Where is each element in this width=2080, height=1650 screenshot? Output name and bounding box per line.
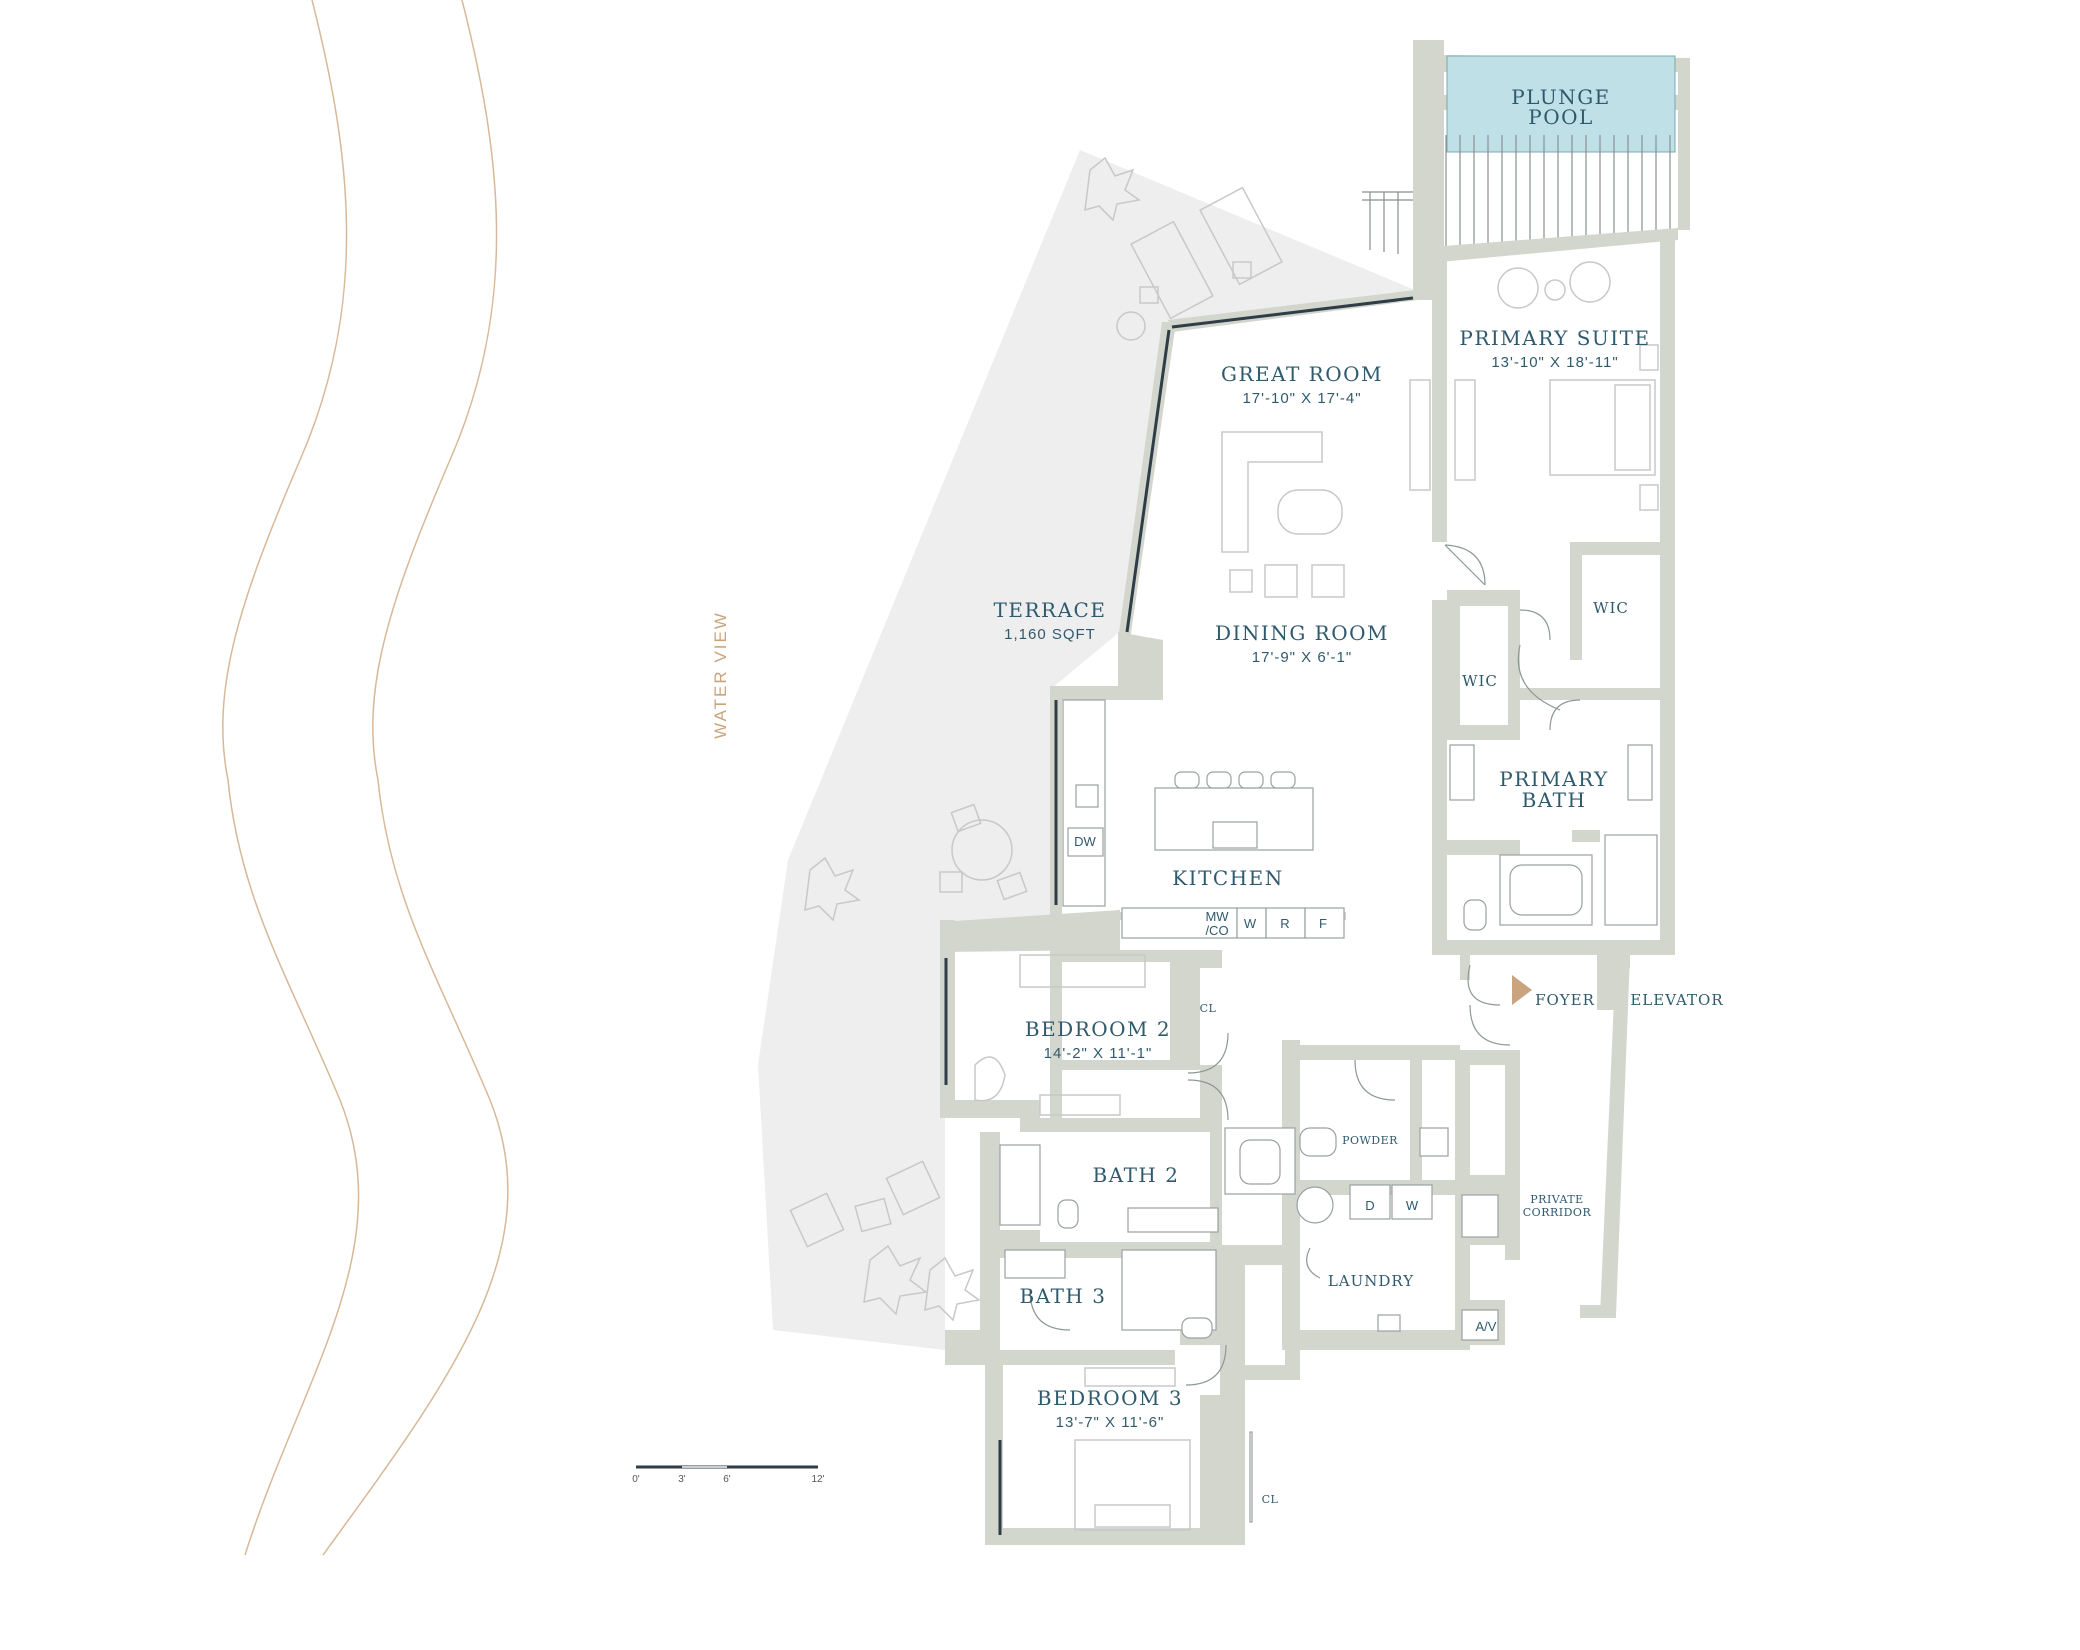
closet-3-name: CL: [1262, 1493, 1279, 1506]
water-view-label: WATER VIEW: [711, 611, 730, 739]
refrigerator-label: R: [1280, 916, 1289, 931]
primary-suite-furniture: [1497, 261, 1659, 511]
bath-2-fixtures: [999, 1127, 1296, 1233]
wic-left-name: WIC: [1462, 672, 1498, 690]
scale-tick-0: 0': [632, 1474, 640, 1485]
dishwasher-label: DW: [1074, 834, 1096, 849]
washer-label: W: [1406, 1198, 1419, 1213]
freezer-label: F: [1319, 916, 1327, 931]
bedroom-3-furniture: [1074, 1367, 1253, 1531]
scale-tick-6: 6': [723, 1474, 731, 1485]
foyer-name: FOYER: [1535, 991, 1595, 1009]
primary-suite-dims: 13'-10" X 18'-11": [1491, 354, 1618, 371]
dining-room-name: DINING ROOM: [1215, 621, 1389, 645]
bedroom-2-name: BEDROOM 2: [1025, 1017, 1171, 1041]
pool-east-wall: [1678, 58, 1690, 230]
dining-room-dims: 17'-9" X 6'-1": [1252, 649, 1352, 666]
primary-bath-line2: BATH: [1522, 788, 1587, 812]
terrace-area: [758, 150, 1415, 1350]
primary-bath-fixtures: [1449, 744, 1658, 931]
water-line-2: [322, 0, 509, 1556]
microwave-label-line1: MW: [1205, 909, 1229, 924]
great-room-dims: 17'-10" X 17'-4": [1242, 390, 1361, 407]
microwave-label-line2: /CO: [1205, 923, 1228, 938]
av-name: A/V: [1476, 1319, 1497, 1334]
private-corridor-line2: CORRIDOR: [1523, 1206, 1592, 1219]
plunge-pool-label-line2: POOL: [1528, 105, 1594, 129]
bath-3-fixtures: [1004, 1249, 1217, 1339]
terrace-name: TERRACE: [994, 598, 1107, 622]
doors: [1029, 544, 1581, 1386]
bedroom-3-dims: 13'-7" X 11'-6": [1056, 1414, 1165, 1431]
pool-steps: [1362, 135, 1671, 254]
primary-bath-line1: PRIMARY: [1499, 767, 1608, 791]
laundry-name: LAUNDRY: [1328, 1272, 1414, 1290]
powder-fixtures: [1299, 1127, 1449, 1157]
powder-name: POWDER: [1342, 1134, 1398, 1147]
scale-tick-3: 3': [678, 1474, 686, 1485]
great-room-name: GREAT ROOM: [1221, 362, 1383, 386]
plunge-pool: [1446, 55, 1676, 153]
bedroom-2-dims: 14'-2" X 11'-1": [1044, 1045, 1153, 1062]
elevator-name: ELEVATOR: [1630, 991, 1723, 1009]
dryer-label: D: [1365, 1198, 1374, 1213]
laundry-fixtures: [1296, 1184, 1499, 1341]
scale-tick-12: 12': [811, 1474, 824, 1485]
private-corridor-line1: PRIVATE: [1530, 1193, 1583, 1206]
terrace-area: 1,160 SQFT: [1004, 626, 1096, 643]
primary-suite-name: PRIMARY SUITE: [1459, 326, 1650, 350]
wine-fridge-label: W: [1244, 916, 1257, 931]
bedroom-3-name: BEDROOM 3: [1037, 1386, 1183, 1410]
great-room-furniture: [1221, 379, 1476, 598]
plunge-pool-label-line1: PLUNGE: [1511, 85, 1611, 109]
water-line-1: [222, 0, 360, 1556]
bath-2-name: BATH 2: [1093, 1163, 1180, 1187]
wic-right-name: WIC: [1593, 599, 1629, 617]
terrace-furniture: [789, 156, 1283, 1322]
entry-arrow-icon: [1512, 975, 1532, 1005]
bedroom-2-furniture: [974, 954, 1146, 1116]
closet-2-name: CL: [1200, 1002, 1217, 1015]
bath-3-name: BATH 3: [1020, 1284, 1107, 1308]
kitchen-millwork: [1062, 699, 1345, 939]
kitchen-name: KITCHEN: [1172, 866, 1284, 890]
glazing: [944, 296, 1414, 1535]
